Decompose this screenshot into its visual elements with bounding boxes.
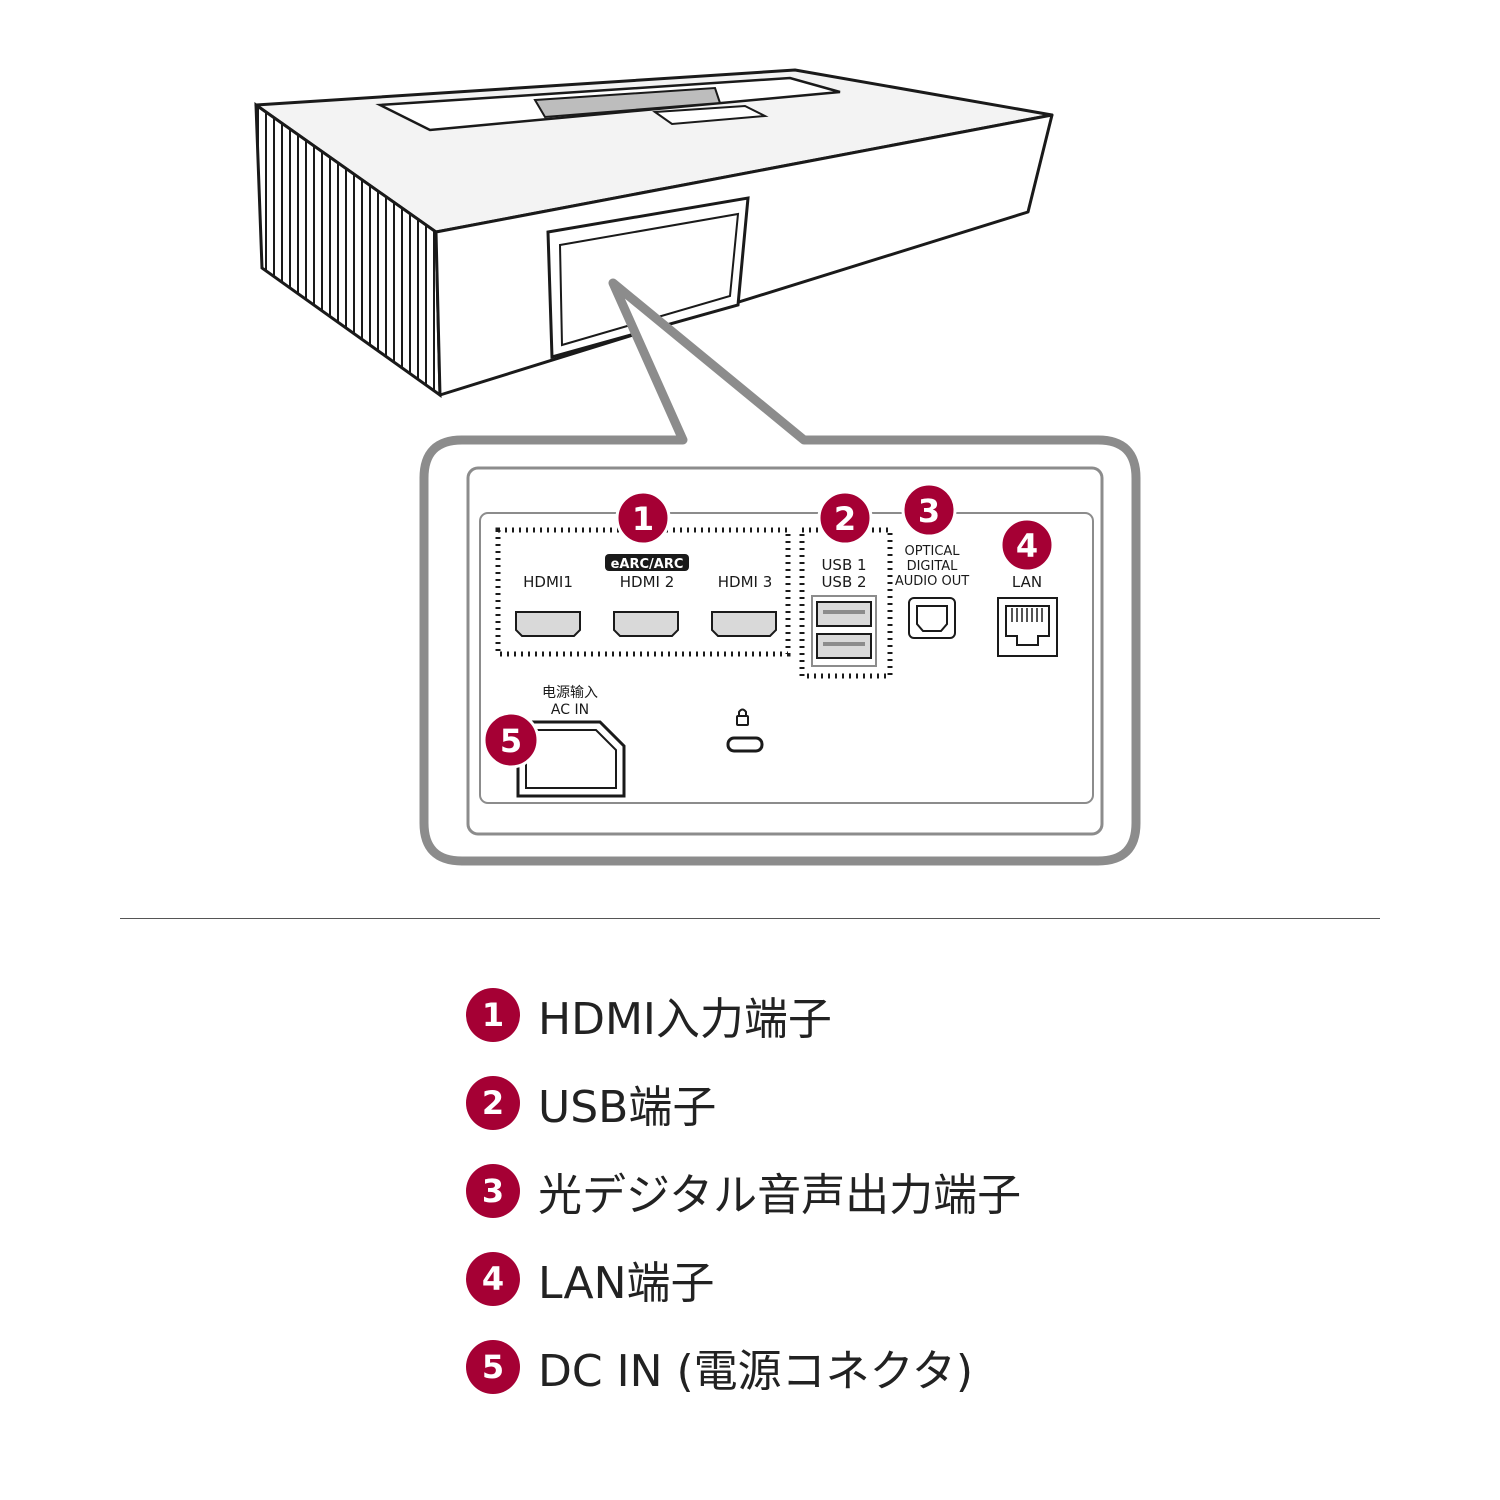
legend-text-5: DC IN (電源コネクタ) [538,1346,974,1397]
projector-lens-window [533,86,722,119]
earc-label: eARC/ARC [611,557,684,572]
hdmi3-port [711,611,777,637]
legend-text-2: USB端子 [538,1082,717,1133]
hdmi2-port [613,611,679,637]
svg-text:5: 5 [500,722,522,760]
legend: 1 HDMI入力端子 2 USB端子 3 光デジタル音声出力端子 4 LAN端子… [466,985,1426,1425]
badge-4: 4 [999,517,1055,573]
svg-text:1: 1 [632,500,654,538]
optical-label-line1: OPTICAL [904,544,960,559]
legend-text-1: HDMI入力端子 [538,994,832,1045]
legend-item-hdmi: 1 HDMI入力端子 [466,985,1426,1045]
legend-item-dc-in: 5 DC IN (電源コネクタ) [466,1337,1426,1397]
connector-cover-inner [558,212,740,347]
legend-badge-5: 5 [466,1340,520,1394]
legend-item-lan: 4 LAN端子 [466,1249,1426,1309]
panel-inner [479,512,1094,804]
earc-label-bg [605,554,689,571]
lan-label: LAN [1012,573,1042,591]
power-label-line2: AC IN [551,702,589,718]
hdmi2-label: HDMI 2 [620,573,675,591]
badge-1: 1 [615,490,671,546]
projector-sensor-window [652,104,769,126]
legend-badge-3: 3 [466,1164,520,1218]
legend-badge-4: 4 [466,1252,520,1306]
badge-5: 5 [482,711,540,769]
optical-label-line2: DIGITAL [907,559,959,574]
usb2-label: USB 2 [821,573,866,591]
projector-body [254,68,1054,398]
projector-diagram: eARC/ARC HDMI1 HDMI 2 HDMI 3 USB 1 USB 2… [254,68,1141,866]
svg-text:3: 3 [918,492,940,530]
kensington-slot [726,736,764,753]
legend-text-3: 光デジタル音声出力端子 [538,1170,1022,1221]
badge-3: 3 [901,482,957,538]
legend-badge-1: 1 [466,988,520,1042]
divider [120,918,1380,919]
lock-icon [736,708,749,726]
optical-label-line3: AUDIO OUT [895,574,969,589]
svg-text:2: 2 [834,500,856,538]
badge-2: 2 [817,490,873,546]
usb1-label: USB 1 [821,556,866,574]
hdmi3-label: HDMI 3 [718,573,773,591]
legend-badge-2: 2 [466,1076,520,1130]
hdmi1-port [515,611,581,637]
hdmi1-label: HDMI1 [523,573,573,591]
svg-text:4: 4 [1016,527,1038,565]
legend-item-optical: 3 光デジタル音声出力端子 [466,1161,1426,1221]
hdmi-group-outline [495,527,791,657]
ac-in-port [516,720,626,798]
power-label-line1: 电源输入 [542,685,598,701]
legend-item-usb: 2 USB端子 [466,1073,1426,1133]
legend-text-4: LAN端子 [538,1258,715,1309]
